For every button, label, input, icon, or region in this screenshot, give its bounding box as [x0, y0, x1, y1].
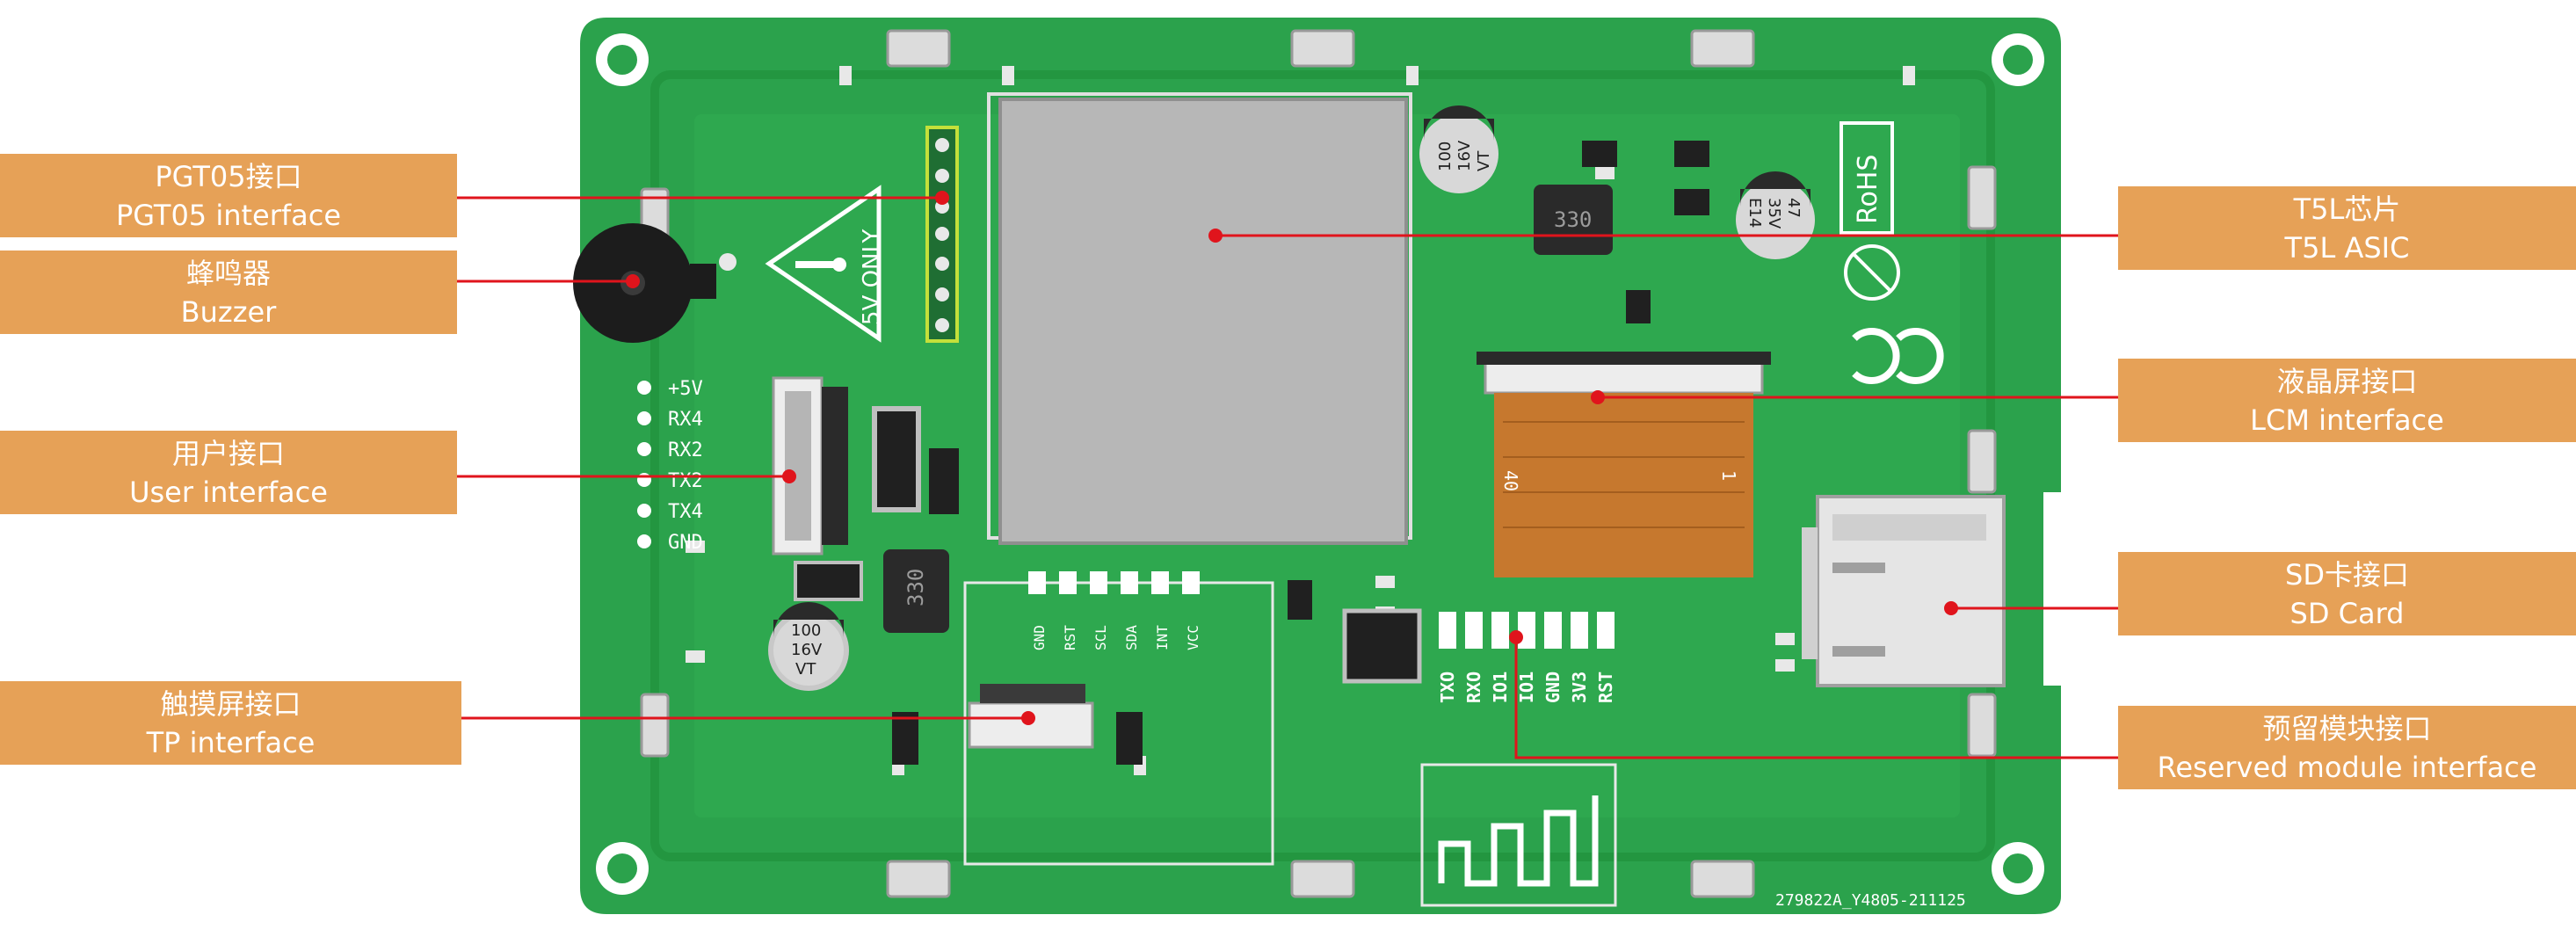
cap-top-label: VT	[1475, 150, 1493, 171]
tp-pin-label: VCC	[1185, 625, 1201, 650]
callout-zh: T5L芯片	[2293, 192, 2401, 226]
callout-en: T5L ASIC	[2284, 230, 2410, 265]
cap-left-label: VT	[795, 660, 816, 679]
cap-left-label: 100	[791, 621, 821, 640]
capacitor-top: 100 16V VT	[1419, 105, 1498, 193]
callout-en: SD Card	[2289, 596, 2405, 630]
reserved-pin-label: GND	[1542, 672, 1564, 703]
callout-buzzer: 蜂鸣器 Buzzer	[0, 251, 457, 334]
tp-pin-label: GND	[1031, 625, 1048, 650]
top-smd-parts	[1582, 141, 1709, 323]
inductor-right-label: 330	[1554, 207, 1592, 232]
antenna-icon	[1438, 795, 1599, 887]
mounting-holes	[596, 33, 2044, 895]
cap-top-label: 16V	[1455, 140, 1474, 171]
callout-zh: PGT05接口	[155, 159, 302, 193]
callout-zh: 蜂鸣器	[185, 256, 271, 290]
callout-tp: 触摸屏接口 TP interface	[0, 681, 461, 765]
callout-en: Buzzer	[180, 294, 277, 329]
callout-lcm: 液晶屏接口 LCM interface	[2118, 359, 2576, 442]
fpc-pin-start: 40	[1500, 470, 1521, 491]
reserved-pin-label: TXO	[1437, 672, 1458, 703]
user-pins: +5V RX4 RX2 TX2 TX4 GND	[637, 378, 703, 554]
callout-en: LCM interface	[2250, 403, 2444, 437]
callout-en: TP interface	[146, 725, 316, 759]
reserved-pin-label: 3V3	[1569, 672, 1590, 703]
cap-top-label: 100	[1436, 142, 1455, 171]
capacitor-right: 47 35V E14	[1736, 171, 1815, 259]
pb-free-icon	[1844, 244, 1900, 301]
user-pin-label: TX4	[668, 501, 703, 523]
callout-en: Reserved module interface	[2157, 750, 2537, 784]
callout-pgt05: PGT05接口 PGT05 interface	[0, 154, 457, 237]
tp-area: GND RST SCL SDA INT VCC	[892, 571, 1274, 866]
cap-right-label: E14	[1745, 198, 1764, 228]
capacitor-left: 100 16V VT	[768, 602, 849, 691]
fpc-pin-end: 1	[1718, 470, 1739, 481]
user-pin-label: TX2	[668, 470, 703, 492]
callout-zh: 液晶屏接口	[2276, 364, 2418, 398]
lcm-connector: 40 1	[1477, 352, 1771, 577]
inductor-right: 330	[1534, 185, 1613, 255]
tp-pin-label: INT	[1154, 625, 1171, 650]
cap-right-label: 47	[1784, 198, 1803, 218]
reserved-pin-label: RXO	[1463, 672, 1484, 703]
certification-marks: RoHS	[1839, 121, 1944, 384]
inductor-left-label: 330	[903, 569, 928, 606]
reserved-pin-label: IO1	[1490, 672, 1511, 703]
sd-card-slot	[1802, 495, 2006, 687]
serial-number: 279822A_Y4805-211125	[1775, 891, 1966, 910]
inductor-left: 330	[883, 549, 949, 633]
callout-user: 用户接口 User interface	[0, 431, 457, 514]
callout-en: User interface	[129, 475, 328, 509]
user-pin-label: RX4	[668, 409, 703, 431]
user-pin-label: RX2	[668, 439, 703, 461]
tp-pin-label: SCL	[1092, 625, 1109, 650]
t5l-asic	[987, 92, 1412, 545]
cap-right-label: 35V	[1765, 198, 1783, 229]
warning-label: 5V ONLY	[859, 229, 885, 325]
callout-zh: 预留模块接口	[2262, 711, 2432, 745]
warning-triangle: 5V ONLY	[765, 185, 885, 343]
callout-sd: SD卡接口 SD Card	[2118, 552, 2576, 635]
callout-zh: SD卡接口	[2285, 557, 2409, 592]
tp-pin-label: SDA	[1123, 625, 1140, 650]
reserved-pin-label: IO1	[1516, 672, 1537, 703]
pgt05-header	[925, 126, 959, 343]
callout-en: PGT05 interface	[115, 198, 342, 232]
callout-asic: T5L芯片 T5L ASIC	[2118, 186, 2576, 270]
callout-zh: 触摸屏接口	[160, 686, 301, 721]
cap-left-label: 16V	[791, 641, 823, 659]
user-pin-label: +5V	[668, 378, 703, 400]
ce-mark-icon	[1852, 328, 1944, 384]
reserved-pin-label: RST	[1595, 672, 1616, 703]
rohs-label: RoHS	[1853, 155, 1883, 224]
callout-zh: 用户接口	[171, 436, 285, 470]
callout-reserved: 预留模块接口 Reserved module interface	[2118, 706, 2576, 789]
user-connector	[772, 376, 848, 556]
regulator-components	[794, 406, 1422, 684]
user-pin-label: GND	[668, 532, 703, 554]
tp-pin-label: RST	[1062, 625, 1078, 650]
